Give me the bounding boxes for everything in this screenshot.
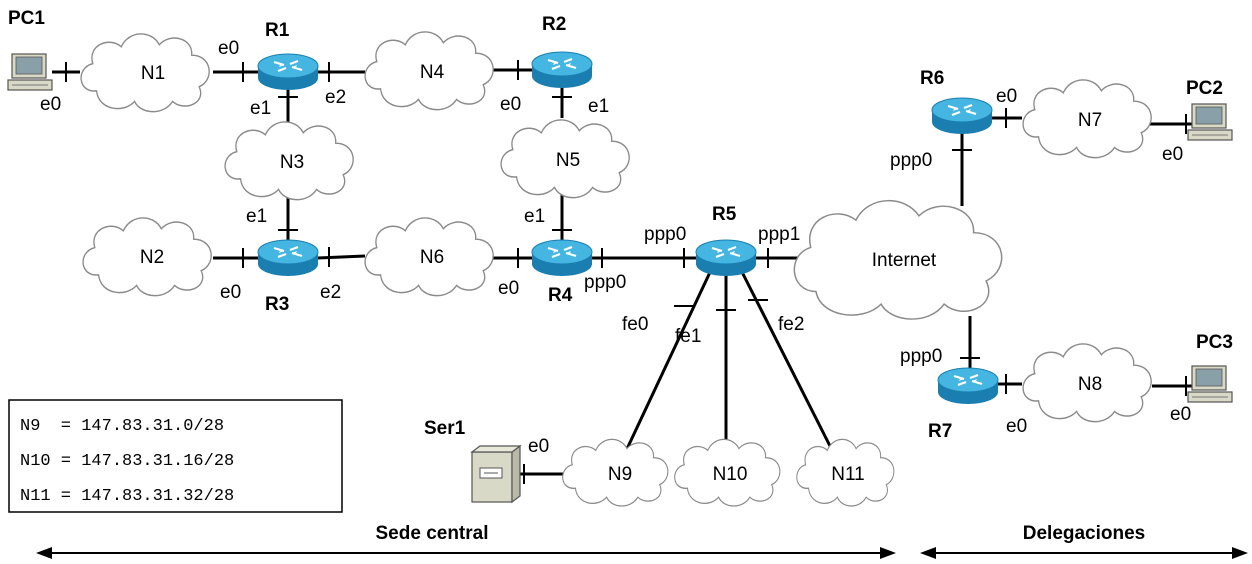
- label-n5: N5: [556, 150, 580, 171]
- iface-r2-e1: e1: [588, 96, 609, 117]
- label-r5: R5: [712, 204, 737, 225]
- label-pc3: PC3: [1196, 332, 1233, 353]
- iface-r7-ppp0: ppp0: [900, 346, 942, 367]
- label-pc1: PC1: [8, 8, 45, 29]
- region-central-label: Sede central: [376, 523, 489, 544]
- iface-r3-e0: e0: [220, 282, 241, 303]
- iface-r5-ppp1: ppp1: [758, 224, 800, 245]
- iface-r1-e0: e0: [218, 38, 239, 59]
- iface-r5-fe1: fe1: [675, 326, 701, 347]
- iface-r6-e0: e0: [996, 86, 1017, 107]
- label-internet: Internet: [872, 250, 937, 271]
- label-n3: N3: [280, 152, 304, 173]
- label-r3: R3: [265, 294, 289, 315]
- label-r2: R2: [542, 14, 566, 35]
- iface-r4-e1: e1: [524, 206, 545, 227]
- iface-pc3-e0: e0: [1170, 404, 1191, 425]
- label-n4: N4: [420, 62, 445, 83]
- address-row-n11: N11 = 147.83.31.32/28: [20, 487, 234, 506]
- router-r1-icon: [256, 52, 320, 92]
- router-r3-icon: [256, 238, 320, 278]
- iface-r7-e0: e0: [1006, 416, 1027, 437]
- label-n1: N1: [141, 63, 165, 84]
- router-r7-icon: [936, 366, 1000, 406]
- label-n8: N8: [1078, 374, 1102, 395]
- iface-r3-e1: e1: [246, 206, 267, 227]
- address-table: N9 = 147.83.31.0/28 N10 = 147.83.31.16/2…: [8, 399, 343, 513]
- label-n10: N10: [713, 464, 748, 485]
- region-branches-label: Delegaciones: [1023, 523, 1146, 544]
- address-row-n10: N10 = 147.83.31.16/28: [20, 452, 234, 471]
- iface-pc1-e0: e0: [40, 94, 61, 115]
- server-ser1-icon: [471, 445, 521, 503]
- iface-r1-e2: e2: [325, 87, 346, 108]
- label-r1: R1: [265, 20, 290, 41]
- iface-r3-e2: e2: [320, 282, 341, 303]
- label-n7: N7: [1078, 110, 1102, 131]
- address-table-box: [8, 399, 343, 513]
- iface-r5-ppp0: ppp0: [644, 224, 686, 245]
- region-branches-arrow: [920, 547, 1248, 559]
- label-n6: N6: [420, 247, 444, 268]
- pc2-icon: [1187, 103, 1233, 141]
- router-r4-icon: [530, 238, 594, 278]
- interface-ticks: [65, 60, 1187, 484]
- pc3-icon: [1187, 365, 1233, 403]
- iface-r5-fe0: fe0: [622, 314, 648, 335]
- label-n2: N2: [140, 247, 164, 268]
- router-r2-icon: [530, 50, 594, 90]
- iface-r5-fe2: fe2: [778, 314, 804, 335]
- label-pc2: PC2: [1186, 78, 1223, 99]
- label-n11: N11: [831, 464, 864, 485]
- region-central-arrow: [36, 547, 896, 559]
- router-r5-icon: [694, 238, 758, 278]
- label-r6: R6: [920, 68, 944, 89]
- iface-r6-ppp0: ppp0: [890, 150, 932, 171]
- iface-pc2-e0: e0: [1162, 144, 1183, 165]
- iface-r4-ppp0: ppp0: [584, 272, 626, 293]
- iface-r4-e0: e0: [498, 278, 519, 299]
- iface-ser1-e0: e0: [528, 436, 549, 457]
- label-n9: N9: [608, 464, 632, 485]
- iface-r2-e0: e0: [500, 94, 521, 115]
- label-r7: R7: [928, 421, 952, 442]
- iface-r1-e1: e1: [250, 98, 271, 119]
- pc1-icon: [7, 53, 53, 91]
- address-row-n9: N9 = 147.83.31.0/28: [20, 417, 224, 436]
- label-r4: R4: [548, 285, 573, 306]
- label-ser1: Ser1: [424, 418, 466, 439]
- router-r6-icon: [930, 96, 994, 136]
